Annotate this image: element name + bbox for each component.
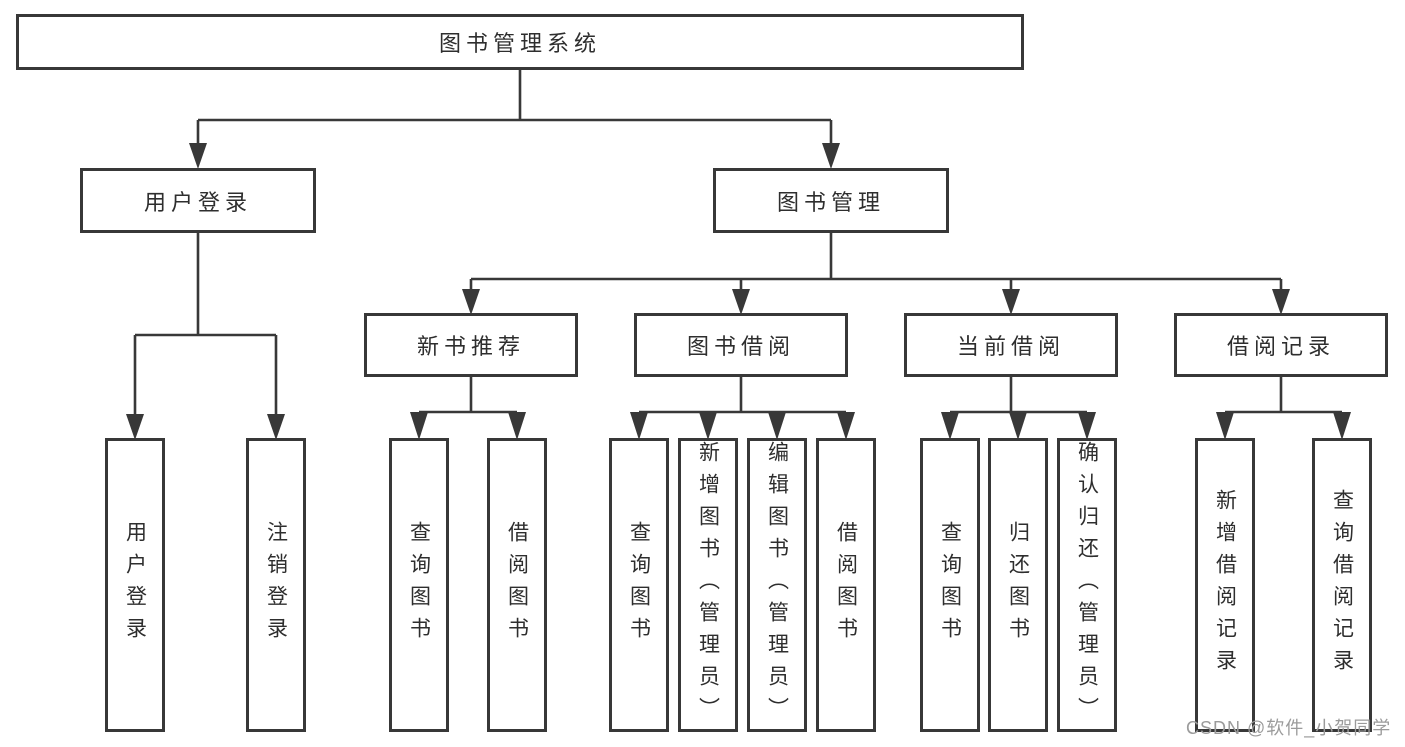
- node-book-mgmt: 图书管理: [713, 168, 949, 233]
- leaf-bb-edit-books-admin: 编辑图书（管理员）: [747, 438, 807, 732]
- arrow-down-icon: [126, 414, 144, 440]
- node-borrow-records: 借阅记录: [1174, 313, 1388, 377]
- arrow-down-icon: [1009, 412, 1027, 440]
- node-borrow-records-label: 借阅记录: [1226, 334, 1335, 359]
- edge-new-books-split: [410, 377, 526, 440]
- arrow-down-icon: [1002, 289, 1020, 315]
- arrow-down-icon: [1333, 412, 1351, 440]
- arrow-down-icon: [630, 412, 648, 440]
- leaf-label: 查询图书: [407, 521, 431, 649]
- csdn-watermark: CSDN @软件_小贺同学: [1186, 718, 1392, 738]
- arrow-down-icon: [508, 412, 526, 440]
- arrow-down-icon: [462, 289, 480, 315]
- arrow-down-icon: [941, 412, 959, 440]
- node-current-borrow-label: 当前借阅: [956, 334, 1065, 359]
- leaf-bb-add-books-admin: 新增图书（管理员）: [678, 438, 738, 732]
- node-root: 图书管理系统: [16, 14, 1024, 70]
- leaf-label: 编辑图书（管理员）: [765, 441, 789, 729]
- leaf-nb-query-books: 查询图书: [389, 438, 449, 732]
- arrow-down-icon: [267, 414, 285, 440]
- node-current-borrow: 当前借阅: [904, 313, 1118, 377]
- leaf-user-login: 用户登录: [105, 438, 165, 732]
- arrow-down-icon: [699, 412, 717, 440]
- arrow-down-icon: [837, 412, 855, 440]
- leaf-bb-query-books: 查询图书: [609, 438, 669, 732]
- edge-book-borrow-split: [630, 377, 855, 440]
- leaf-label: 借阅图书: [505, 521, 529, 649]
- leaf-label: 注销登录: [264, 521, 288, 649]
- arrow-down-icon: [1272, 289, 1290, 315]
- edge-root-split: [189, 70, 840, 169]
- node-new-books-label: 新书推荐: [416, 334, 525, 359]
- leaf-label: 归还图书: [1006, 521, 1030, 649]
- leaf-label: 新增借阅记录: [1213, 489, 1237, 681]
- leaf-cb-return-books: 归还图书: [988, 438, 1048, 732]
- leaf-label: 用户登录: [123, 521, 147, 649]
- edge-current-borrow-split: [941, 377, 1096, 440]
- arrow-down-icon: [1078, 412, 1096, 440]
- node-book-borrow-label: 图书借阅: [686, 334, 795, 359]
- node-user-login-label: 用户登录: [143, 189, 252, 215]
- leaf-br-add-record: 新增借阅记录: [1195, 438, 1255, 732]
- leaf-label: 查询图书: [938, 521, 962, 649]
- leaf-label: 借阅图书: [834, 521, 858, 649]
- node-user-login: 用户登录: [80, 168, 316, 233]
- leaf-label: 查询借阅记录: [1330, 489, 1354, 681]
- leaf-label: 查询图书: [627, 521, 651, 649]
- node-book-borrow: 图书借阅: [634, 313, 848, 377]
- arrow-down-icon: [410, 412, 428, 440]
- arrow-down-icon: [1216, 412, 1234, 440]
- edge-borrow-records-split: [1216, 377, 1351, 440]
- leaf-cb-confirm-return-admin: 确认归还（管理员）: [1057, 438, 1117, 732]
- node-new-books: 新书推荐: [364, 313, 578, 377]
- leaf-label: 确认归还（管理员）: [1075, 441, 1099, 729]
- node-root-label: 图书管理系统: [438, 31, 601, 56]
- node-book-mgmt-label: 图书管理: [776, 189, 885, 215]
- leaf-cb-query-books: 查询图书: [920, 438, 980, 732]
- arrow-down-icon: [732, 289, 750, 315]
- leaf-bb-borrow-books: 借阅图书: [816, 438, 876, 732]
- edge-book-mgmt-split: [462, 233, 1290, 315]
- arrow-down-icon: [768, 412, 786, 440]
- arrow-down-icon: [822, 143, 840, 169]
- leaf-br-query-record: 查询借阅记录: [1312, 438, 1372, 732]
- edge-user-login-split: [126, 233, 285, 440]
- leaf-logout: 注销登录: [246, 438, 306, 732]
- arrow-down-icon: [189, 143, 207, 169]
- leaf-label: 新增图书（管理员）: [696, 441, 720, 729]
- leaf-nb-borrow-books: 借阅图书: [487, 438, 547, 732]
